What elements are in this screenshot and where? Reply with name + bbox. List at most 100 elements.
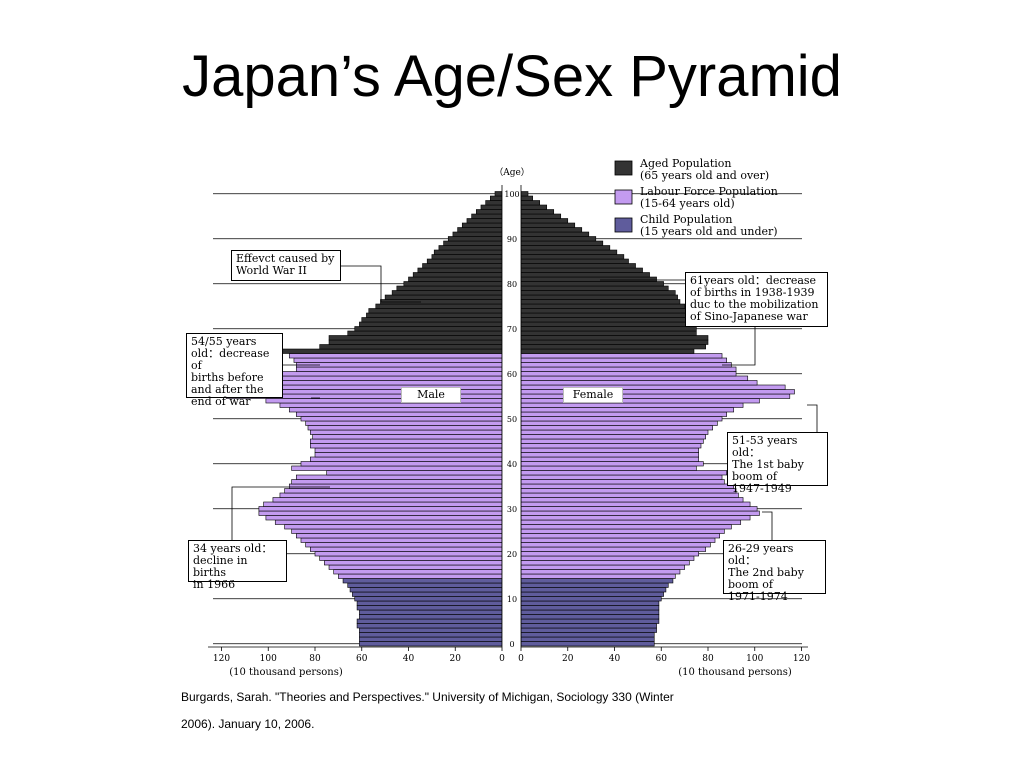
female-bar-age-43 xyxy=(520,447,699,453)
x-tick-right-20: 20 xyxy=(562,654,574,664)
female-bar-age-98 xyxy=(520,200,541,206)
male-bar-age-92 xyxy=(457,227,503,233)
female-bar-age-6 xyxy=(520,614,660,620)
female-bar-age-37 xyxy=(520,474,723,480)
female-bar-age-3 xyxy=(520,627,657,633)
female-bar-age-36 xyxy=(520,479,725,485)
male-bar-age-33 xyxy=(279,492,503,498)
male-bar-age-80 xyxy=(403,281,503,287)
male-bar-age-35 xyxy=(288,483,503,489)
male-bar-age-0 xyxy=(359,641,503,647)
female-bar-age-97 xyxy=(520,204,548,210)
male-bar-age-85 xyxy=(426,258,503,264)
female-label: Female xyxy=(563,387,623,403)
female-bar-age-0 xyxy=(520,641,655,647)
x-tick-right-40: 40 xyxy=(609,654,621,664)
male-bar-age-28 xyxy=(265,515,503,521)
male-bar-age-44 xyxy=(310,443,503,449)
female-bar-age-53 xyxy=(520,402,744,408)
male-bar-age-42 xyxy=(314,452,503,458)
male-bar-age-18 xyxy=(324,560,503,566)
connector-age26 xyxy=(762,511,773,540)
female-bar-age-52 xyxy=(520,407,735,413)
male-bar-age-10 xyxy=(354,596,503,602)
x-tick-left-60: 60 xyxy=(356,654,368,664)
male-bar-age-16 xyxy=(333,569,503,575)
female-bar-age-66 xyxy=(520,344,706,350)
male-bar-age-86 xyxy=(431,254,503,260)
female-bar-age-85 xyxy=(520,258,629,264)
female-bar-age-5 xyxy=(520,618,660,624)
male-bar-age-100 xyxy=(494,191,503,197)
male-bar-age-48 xyxy=(307,425,503,431)
male-bar-age-63 xyxy=(293,357,503,363)
male-bar-age-26 xyxy=(284,524,503,530)
connector-age34 xyxy=(231,486,330,540)
female-bar-age-7 xyxy=(520,609,660,615)
male-bar-age-62 xyxy=(295,362,503,368)
female-bar-age-92 xyxy=(520,227,583,233)
male-bar-age-32 xyxy=(272,497,503,503)
female-bar-age-93 xyxy=(520,222,576,228)
annotation-age51: 51-53 years old： The 1st baby boom of 19… xyxy=(727,432,828,495)
female-bar-age-61 xyxy=(520,366,737,372)
slide-title: Japan’s Age/Sex Pyramid xyxy=(182,44,842,109)
x-tick-right-100: 100 xyxy=(746,654,763,664)
female-bar-age-14 xyxy=(520,578,674,584)
female-bar-age-1 xyxy=(520,636,655,642)
female-bar-age-27 xyxy=(520,519,742,525)
male-bar-age-4 xyxy=(356,623,503,629)
x-tick-left-80: 80 xyxy=(309,654,321,664)
female-bar-age-22 xyxy=(520,542,711,548)
female-bar-age-71 xyxy=(520,321,699,327)
male-bar-age-60 xyxy=(258,371,503,377)
male-bar-age-20 xyxy=(314,551,503,557)
male-bar-age-79 xyxy=(396,285,503,291)
age-tick-70: 70 xyxy=(507,325,517,334)
male-bar-age-93 xyxy=(461,222,503,228)
female-bar-age-48 xyxy=(520,425,713,431)
female-bar-age-75 xyxy=(520,303,685,309)
female-bar-age-24 xyxy=(520,533,720,539)
female-bar-age-18 xyxy=(520,560,690,566)
male-bar-age-94 xyxy=(466,218,503,224)
male-bar-age-37 xyxy=(295,474,503,480)
female-bar-age-51 xyxy=(520,411,727,417)
female-bar-age-19 xyxy=(520,555,695,561)
female-bar-age-74 xyxy=(520,308,688,314)
age-tick-60: 60 xyxy=(507,370,517,379)
female-bar-age-64 xyxy=(520,353,723,359)
male-bar-age-29 xyxy=(258,510,503,516)
male-bar-age-70 xyxy=(354,326,503,332)
male-bar-age-73 xyxy=(366,312,503,318)
female-bar-age-79 xyxy=(520,285,669,291)
male-bar-age-3 xyxy=(359,627,503,633)
age-tick-20: 20 xyxy=(507,550,517,559)
male-bar-age-11 xyxy=(352,591,503,597)
female-bar-age-55 xyxy=(520,393,791,399)
x-tick-left-40: 40 xyxy=(403,654,415,664)
female-bar-age-39 xyxy=(520,465,697,471)
citation-line-1: Burgards, Sarah. "Theories and Perspecti… xyxy=(181,690,674,704)
female-bar-age-90 xyxy=(520,236,597,242)
female-bar-age-94 xyxy=(520,218,569,224)
female-bar-age-16 xyxy=(520,569,681,575)
female-bar-age-30 xyxy=(520,506,758,512)
female-bar-age-84 xyxy=(520,263,636,269)
male-bar-age-5 xyxy=(356,618,503,624)
male-bar-age-24 xyxy=(295,533,503,539)
x-tick-left-120: 120 xyxy=(213,654,230,664)
age-tick-80: 80 xyxy=(507,280,517,289)
female-bar-age-70 xyxy=(520,326,697,332)
male-bar-age-36 xyxy=(291,479,503,485)
female-bar-age-63 xyxy=(520,357,727,363)
male-bar-age-50 xyxy=(300,416,503,422)
male-bar-age-25 xyxy=(291,528,503,534)
female-bar-age-13 xyxy=(520,582,669,588)
connector-age61-b xyxy=(722,327,756,366)
male-bar-age-41 xyxy=(310,456,503,462)
male-bar-age-13 xyxy=(347,582,503,588)
male-bar-age-78 xyxy=(391,290,503,296)
female-bar-age-50 xyxy=(520,416,723,422)
female-bar-age-17 xyxy=(520,564,685,570)
